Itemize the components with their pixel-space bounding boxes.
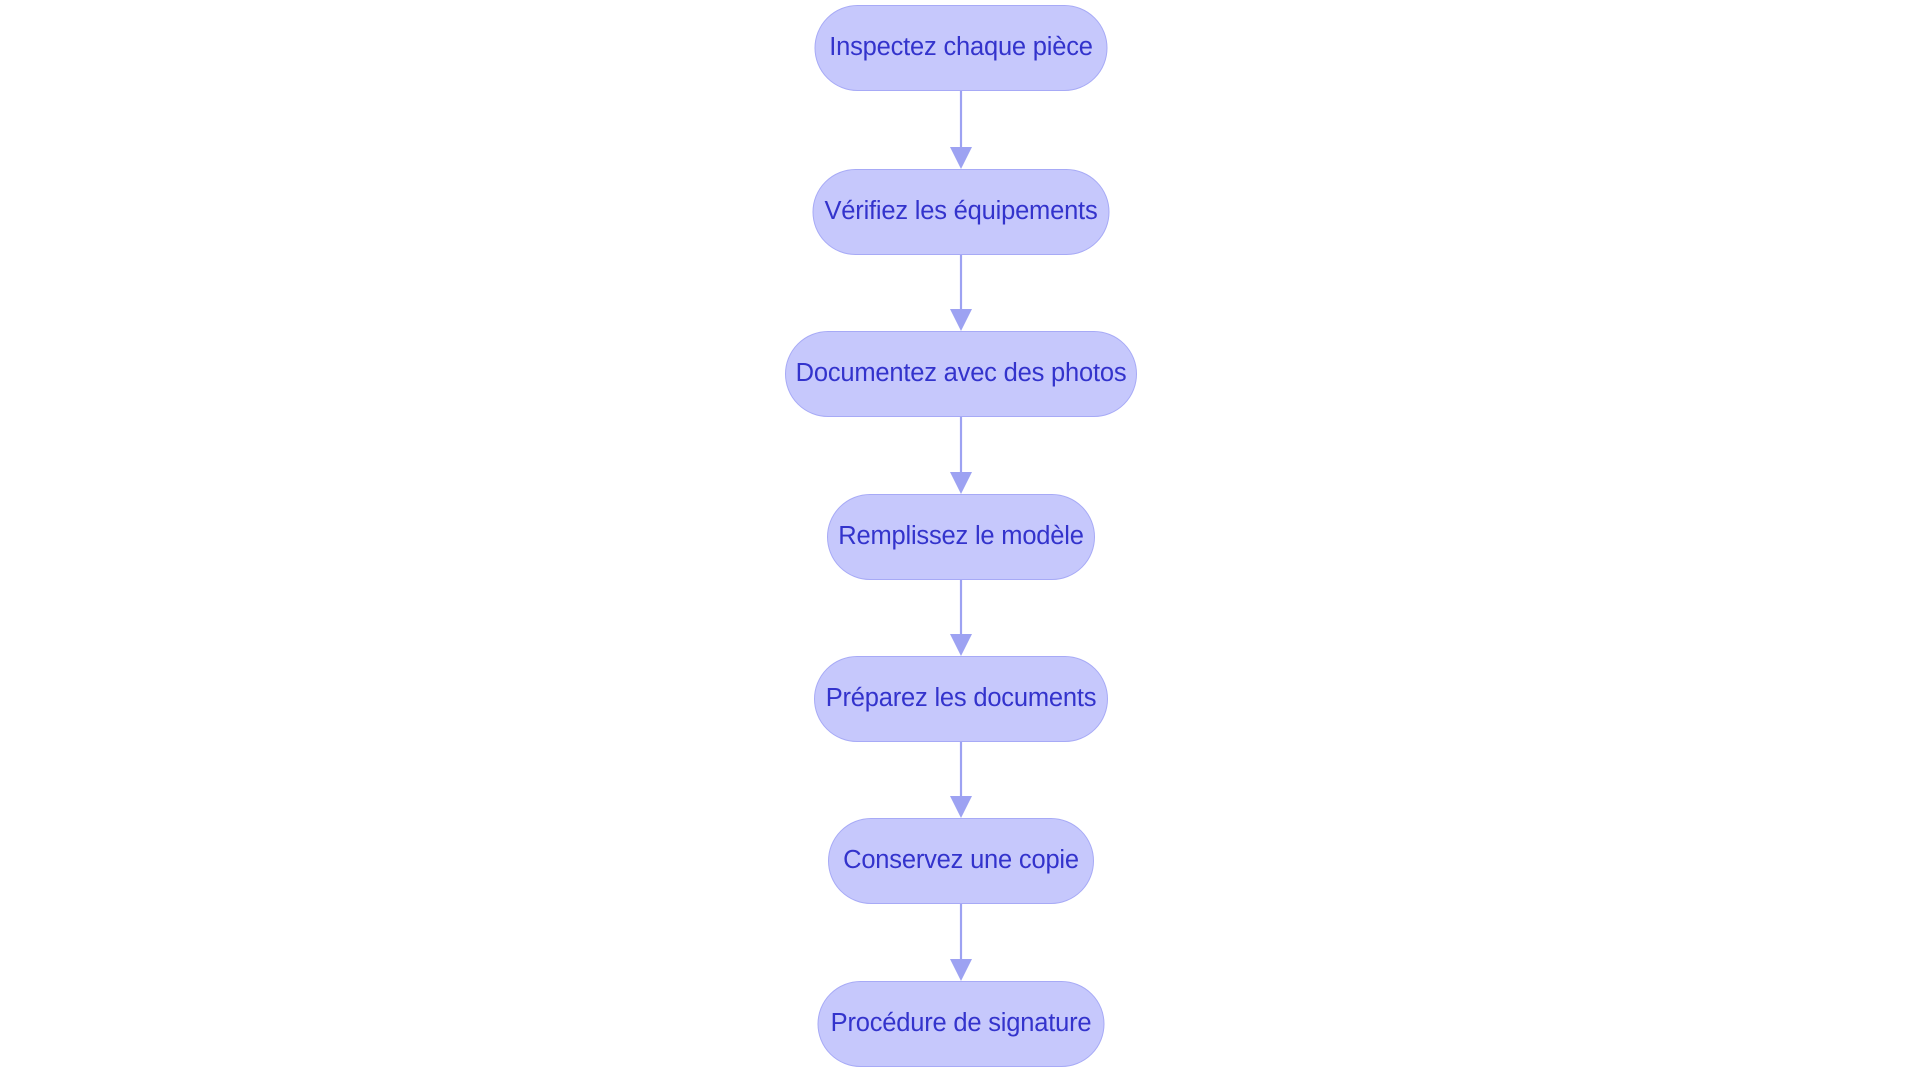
flow-connector-arrow [948, 91, 974, 169]
flow-connector-arrow [948, 904, 974, 981]
flow-node-label: Remplissez le modèle [838, 522, 1084, 551]
flow-node-label: Préparez les documents [825, 684, 1097, 713]
connector-arrowhead [950, 796, 972, 818]
flow-node[interactable]: Préparez les documents [814, 656, 1108, 742]
connector-arrowhead [950, 309, 972, 331]
flow-node[interactable]: Conservez une copie [828, 818, 1094, 904]
flow-node[interactable]: Vérifiez les équipements [812, 169, 1110, 255]
flow-node-label: Vérifiez les équipements [824, 197, 1098, 226]
flow-connector-arrow [948, 417, 974, 494]
flow-node-label: Inspectez chaque pièce [829, 33, 1093, 62]
flow-node[interactable]: Documentez avec des photos [785, 331, 1137, 417]
connector-arrowhead [950, 147, 972, 169]
flow-node[interactable]: Procédure de signature [817, 981, 1105, 1067]
connector-arrowhead [950, 472, 972, 494]
flow-node-label: Documentez avec des photos [795, 359, 1127, 388]
flow-node[interactable]: Remplissez le modèle [827, 494, 1095, 580]
flow-connector-arrow [948, 580, 974, 656]
flow-connector-arrow [948, 255, 974, 331]
flow-node[interactable]: Inspectez chaque pièce [814, 5, 1108, 91]
flow-node-label: Conservez une copie [843, 846, 1079, 875]
flow-node-label: Procédure de signature [830, 1009, 1092, 1038]
flow-connector-arrow [948, 742, 974, 818]
connector-arrowhead [950, 959, 972, 981]
connector-arrowhead [950, 634, 972, 656]
